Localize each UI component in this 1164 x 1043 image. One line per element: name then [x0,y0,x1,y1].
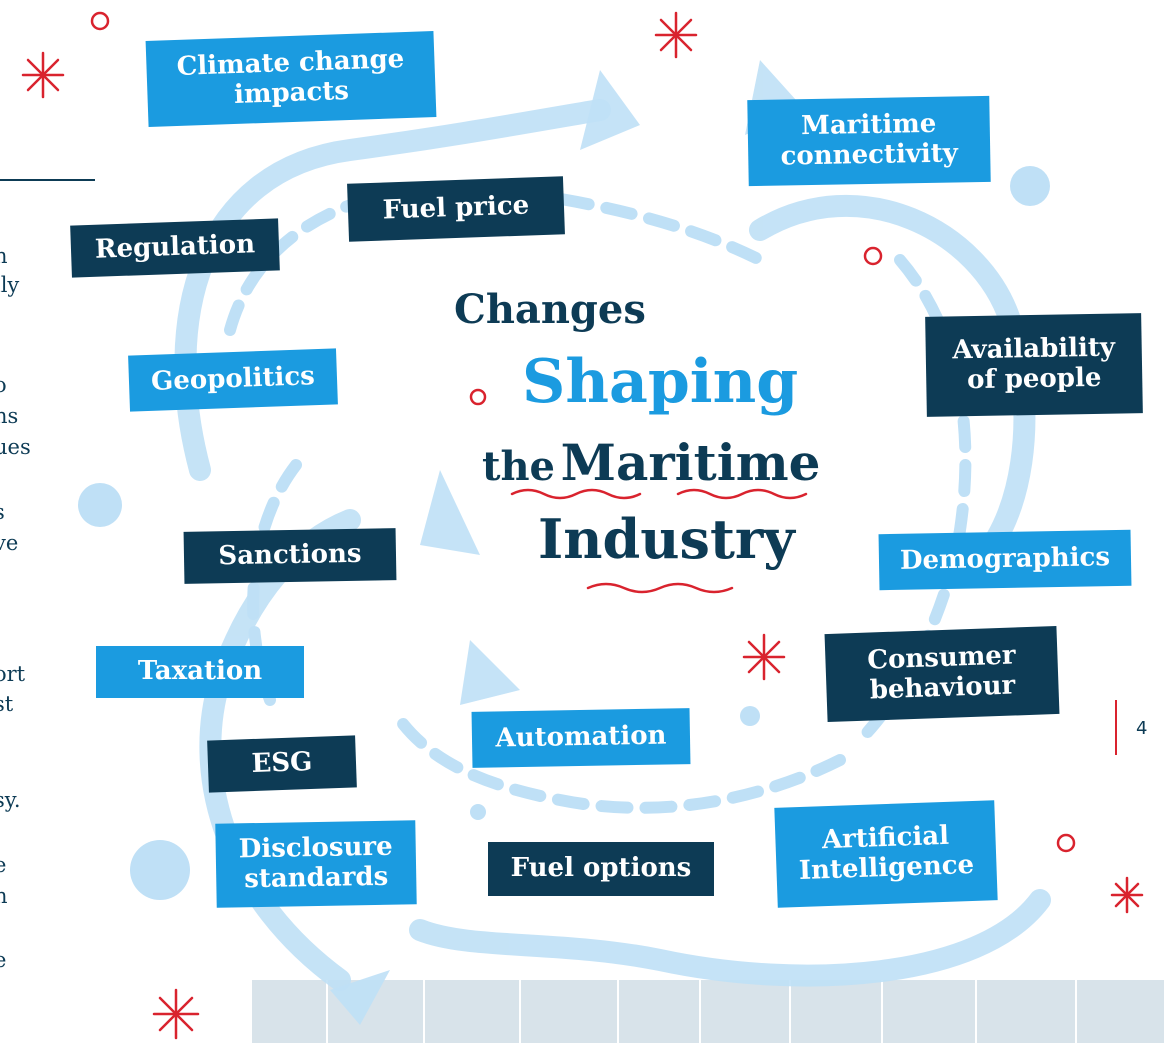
left-text-fragment: n [0,244,8,268]
factor-availability-of-people: Availability of people [925,313,1143,417]
factor-artificial-intelligence: Artificial Intelligence [774,800,998,908]
dot [1010,166,1050,206]
ring [469,388,487,406]
factor-maritime-connectivity: Maritime connectivity [747,95,991,187]
bottom-panel [252,980,1164,1043]
diagram-title-line4: Industry [538,507,795,571]
star-icon [21,51,65,99]
star-icon [152,988,200,1040]
loop-arrow-bottom [409,889,1051,987]
arrowhead-center [420,470,480,555]
left-text-fragment: ns [0,404,19,428]
ring [90,11,110,31]
factor-fuel-options: Fuel options [488,842,714,896]
left-text-fragment: ues [0,435,31,459]
left-text-fragment: ve [0,531,19,555]
factor-climate-change-impacts: Climate change impacts [145,31,437,127]
dot [470,804,486,820]
arrowhead-lower-center [460,640,520,705]
left-text-fragment: ort [0,662,26,686]
dot [740,706,760,726]
left-text-fragment: e [0,948,7,972]
left-text-fragment: lly [0,273,20,297]
star-icon [654,11,698,59]
factor-esg: ESG [207,735,357,793]
loop-arrow-top-left [174,99,611,481]
ring [863,246,883,266]
arrowhead-bottom-left [330,970,390,1025]
factor-consumer-behaviour: Consumer behaviour [824,625,1060,723]
star-icon [1110,876,1144,914]
ring [1056,833,1076,853]
diagram-title-maritime: Maritime [560,433,821,492]
left-text-fragment: o [0,373,7,397]
dot [78,483,122,527]
factor-fuel-price: Fuel price [347,176,565,242]
diagram-title-the: the [482,443,556,490]
factor-automation: Automation [471,708,691,768]
page-number: 4 [1136,718,1148,739]
left-text-fragment: sy. [0,788,21,812]
left-text-fragment: e [0,853,7,877]
factor-disclosure-standards: Disclosure standards [215,820,417,908]
title-squiggle [510,488,642,500]
dashed-loop-bottom [394,714,846,814]
star-icon [742,633,786,681]
diagram-title-line3: the Maritime [482,438,820,488]
factor-sanctions: Sanctions [183,528,397,584]
factor-regulation: Regulation [70,218,280,278]
left-text-fragment: n [0,884,8,908]
factor-geopolitics: Geopolitics [128,348,338,412]
diagram-title-line1: Changes [454,286,646,333]
factor-taxation: Taxation [96,646,304,698]
left-text-fragment: st [0,692,14,716]
dot [130,840,190,900]
title-squiggle [676,488,808,500]
left-text-fragment: s [0,502,5,523]
factor-demographics: Demographics [878,529,1132,591]
diagram-title-line2: Shaping [522,347,799,417]
title-squiggle [586,582,734,594]
arrowhead-top [580,70,640,150]
